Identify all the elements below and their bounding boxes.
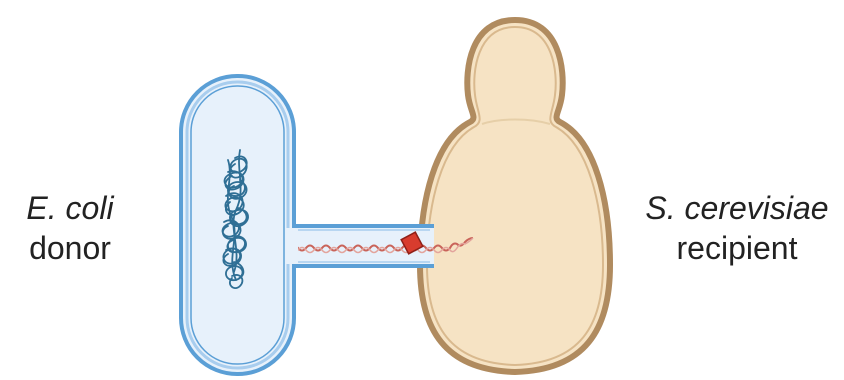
ecoli-cell — [181, 76, 298, 374]
recipient-species-label: S. cerevisiae — [630, 188, 844, 228]
recipient-role-label: recipient — [630, 228, 844, 268]
recipient-label: S. cerevisiae recipient — [630, 188, 844, 268]
donor-species-label: E. coli — [0, 188, 140, 228]
donor-role-label: donor — [0, 228, 140, 268]
ecoli-pore — [286, 228, 298, 264]
yeast-cell-body — [420, 20, 610, 372]
donor-label: E. coli donor — [0, 188, 140, 268]
yeast-cell — [420, 20, 610, 372]
